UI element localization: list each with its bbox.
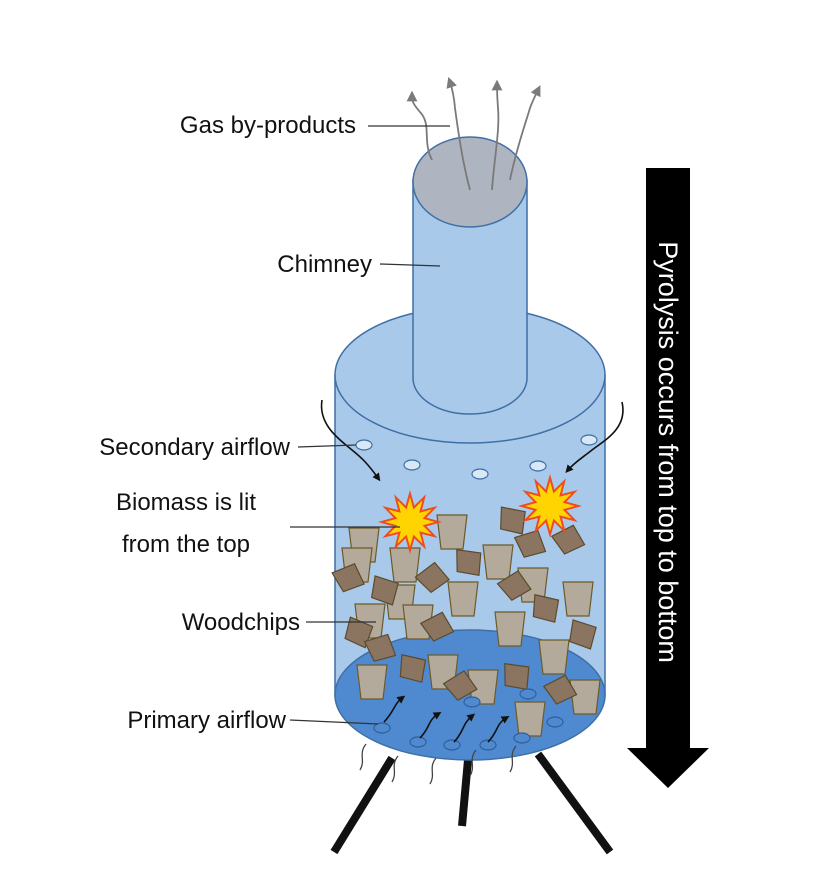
woodchip-light — [562, 581, 594, 617]
woodchip-dark — [344, 616, 374, 649]
flame-core — [525, 481, 575, 531]
airflow-arrow — [419, 711, 442, 739]
stove-leg-left — [330, 755, 396, 855]
air-hole — [471, 468, 489, 480]
woodchip-dark — [542, 674, 578, 705]
woodchip-dark — [371, 575, 399, 606]
airflow-arrow — [487, 715, 510, 743]
chimney-leader-line — [379, 263, 441, 267]
intake-wisps — [359, 743, 517, 785]
woodchip-dark — [399, 654, 427, 683]
woodchip-dark — [363, 633, 397, 662]
intake-wisp — [359, 743, 367, 771]
woodchip-dark — [456, 548, 482, 576]
primary-airflow-arrows — [383, 695, 510, 743]
woodchip-light — [356, 664, 388, 700]
air-hole — [546, 716, 564, 728]
label-biomass-line2: from the top — [122, 531, 250, 558]
air-hole — [409, 736, 427, 748]
gas-arrow — [491, 79, 503, 191]
label-biomass-line1: Biomass is lit — [116, 489, 256, 516]
woodchip-light — [494, 611, 526, 647]
intake-wisp — [429, 757, 437, 785]
woodchip-light — [514, 701, 546, 737]
woodchip-light — [447, 581, 479, 617]
chimney-top-opening — [412, 136, 528, 228]
air-hole — [519, 688, 537, 700]
secondary-leader-line — [297, 444, 357, 448]
woodchip-dark — [513, 529, 547, 558]
airflow-arrow — [565, 401, 624, 474]
woodchip-light — [436, 514, 468, 550]
airflow-arrow — [320, 399, 381, 482]
stove-leg-right — [534, 751, 614, 855]
secondary-air-holes — [355, 434, 598, 480]
intake-wisp — [509, 745, 517, 773]
pyrolysis-arrow: Pyrolysis occurs from top to bottom — [627, 168, 709, 788]
woodchips-pile — [331, 506, 601, 737]
intake-wisp — [391, 755, 399, 783]
flame-core — [385, 497, 435, 547]
gas-arrows — [406, 76, 541, 191]
primary-leader-line — [289, 719, 379, 725]
gas-arrow — [509, 85, 541, 181]
woodchip-dark — [419, 611, 455, 642]
label-chimney: Chimney — [277, 251, 372, 278]
leader-lines — [289, 125, 450, 725]
woodchip-light — [569, 679, 601, 715]
pyrolysis-arrow-shape — [627, 168, 709, 788]
air-hole — [479, 739, 497, 751]
gas-arrow — [446, 76, 471, 191]
airflow-arrow — [453, 713, 476, 743]
chimney — [412, 136, 528, 415]
labels: Gas by-products Chimney Secondary airflo… — [99, 112, 372, 734]
label-gas-by-products: Gas by-products — [180, 112, 356, 139]
woodchip-dark — [500, 506, 526, 535]
woodchip-light — [538, 639, 570, 675]
label-secondary-airflow: Secondary airflow — [99, 434, 290, 461]
stove-legs — [330, 751, 614, 855]
airflow-arrow — [383, 695, 406, 723]
air-hole — [373, 722, 391, 734]
chimney-tube — [412, 179, 528, 415]
air-hole — [529, 460, 547, 472]
woodchip-dark — [496, 570, 532, 602]
woodchip-dark — [550, 524, 586, 555]
air-hole — [355, 439, 373, 451]
air-hole — [513, 732, 531, 744]
woodchip-dark — [442, 670, 478, 702]
air-hole — [463, 696, 481, 708]
air-hole — [580, 434, 598, 446]
woodchip-dark — [569, 619, 597, 650]
flames — [378, 474, 582, 554]
intake-wisp — [469, 749, 477, 777]
air-hole — [403, 459, 421, 471]
gas-arrow — [406, 90, 433, 161]
air-hole — [443, 739, 461, 751]
woodchip-dark — [331, 563, 365, 593]
primary-air-holes — [373, 688, 564, 751]
secondary-airflow-arrows — [320, 399, 624, 482]
label-woodchips: Woodchips — [182, 609, 300, 636]
pyrolysis-arrow-text: Pyrolysis occurs from top to bottom — [653, 241, 683, 663]
woodchip-light — [482, 544, 514, 580]
label-primary-airflow: Primary airflow — [127, 707, 286, 734]
woodchip-dark — [414, 561, 451, 594]
woodchip-dark — [532, 594, 560, 623]
stove-leg-middle — [458, 759, 472, 827]
